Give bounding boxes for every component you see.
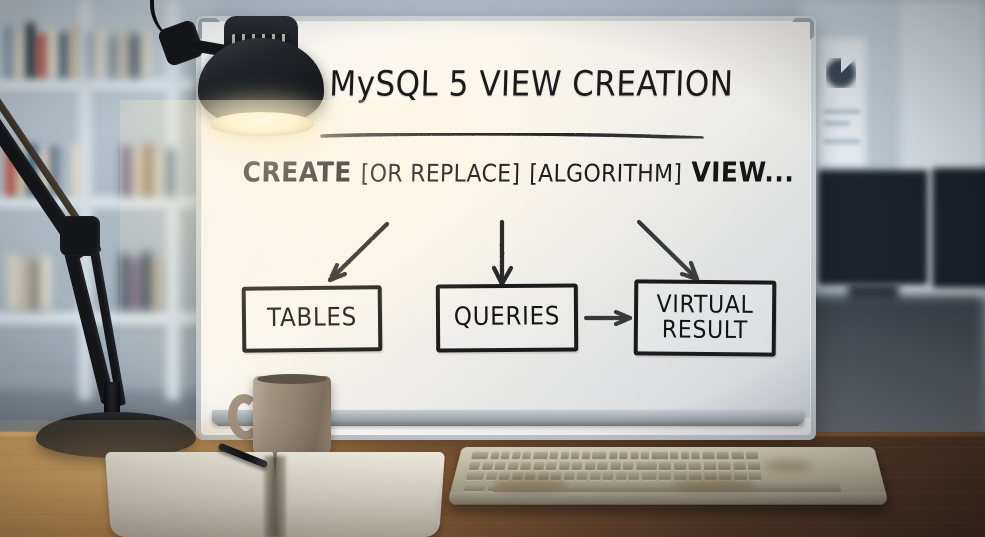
notebook-spine	[264, 456, 286, 537]
whiteboard-syntax-line: CREATE [OR REPLACE] [ALGORITHM] VIEW...	[242, 156, 795, 188]
book-row	[8, 252, 50, 310]
wall-poster	[818, 38, 866, 166]
lamp-bulb	[210, 112, 314, 136]
whiteboard-title: MySQL 5 VIEW CREATION	[328, 64, 735, 105]
book-row	[4, 22, 79, 78]
syntax-view: VIEW...	[690, 156, 795, 188]
arrow-to-tables-shaft	[327, 221, 390, 283]
title-underline	[320, 132, 704, 140]
syntax-or-replace: [OR REPLACE]	[360, 160, 521, 188]
monitor	[818, 170, 928, 285]
syntax-algorithm: [ALGORITHM]	[528, 160, 683, 188]
book-row	[120, 250, 162, 310]
keyboard-wear-mark	[763, 460, 813, 472]
book-row	[122, 142, 175, 196]
open-notebook	[105, 452, 445, 537]
poster-line	[824, 140, 860, 143]
notebook-left-page	[105, 452, 279, 537]
box-tables: TABLES	[241, 285, 383, 353]
book-row	[86, 28, 150, 78]
monitor	[932, 168, 985, 288]
box-virtual-result: VIRTUAL RESULT	[633, 279, 777, 357]
arrow-to-result-head	[679, 260, 700, 282]
arrow-queries-to-result-head	[613, 309, 633, 327]
box-queries: QUERIES	[435, 283, 579, 353]
coffee-mug	[253, 376, 331, 458]
mug-interior	[257, 374, 327, 384]
lamp-base	[36, 412, 196, 458]
shelf-board	[0, 78, 215, 90]
box-tables-label: TABLES	[266, 303, 358, 333]
background-floor	[800, 295, 985, 455]
lamp-elbow-joint	[60, 216, 100, 256]
shelf-board	[0, 196, 215, 208]
poster-line	[824, 110, 860, 113]
arrow-to-result-shaft	[636, 219, 700, 282]
syntax-create: CREATE	[242, 156, 353, 188]
box-queries-label: QUERIES	[453, 302, 561, 332]
box-virtual-result-label: VIRTUAL RESULT	[656, 290, 754, 345]
keyboard-row	[471, 451, 869, 460]
notebook-right-page	[271, 452, 445, 537]
poster-pie-icon	[826, 58, 856, 88]
keyboard-wear-mark	[672, 477, 757, 493]
keyboard-front-edge	[446, 492, 890, 505]
poster-line	[824, 122, 850, 125]
keyboard	[446, 447, 890, 505]
